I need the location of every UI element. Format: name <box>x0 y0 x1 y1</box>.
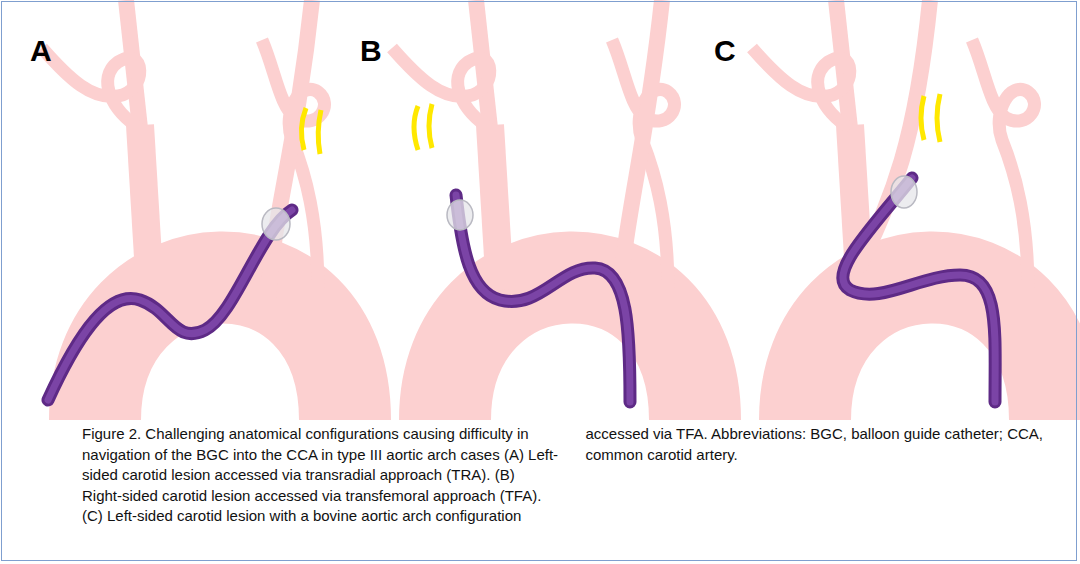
panel-a-anatomy <box>42 0 345 420</box>
panel-letter: B <box>360 36 382 66</box>
panel-letter: A <box>30 36 52 66</box>
panel-b-anatomy <box>392 0 695 420</box>
panel-c-anatomy <box>752 0 1055 420</box>
figure-caption: Figure 2. Challenging anatomical configu… <box>82 424 1062 552</box>
panel-letter: C <box>714 36 736 66</box>
